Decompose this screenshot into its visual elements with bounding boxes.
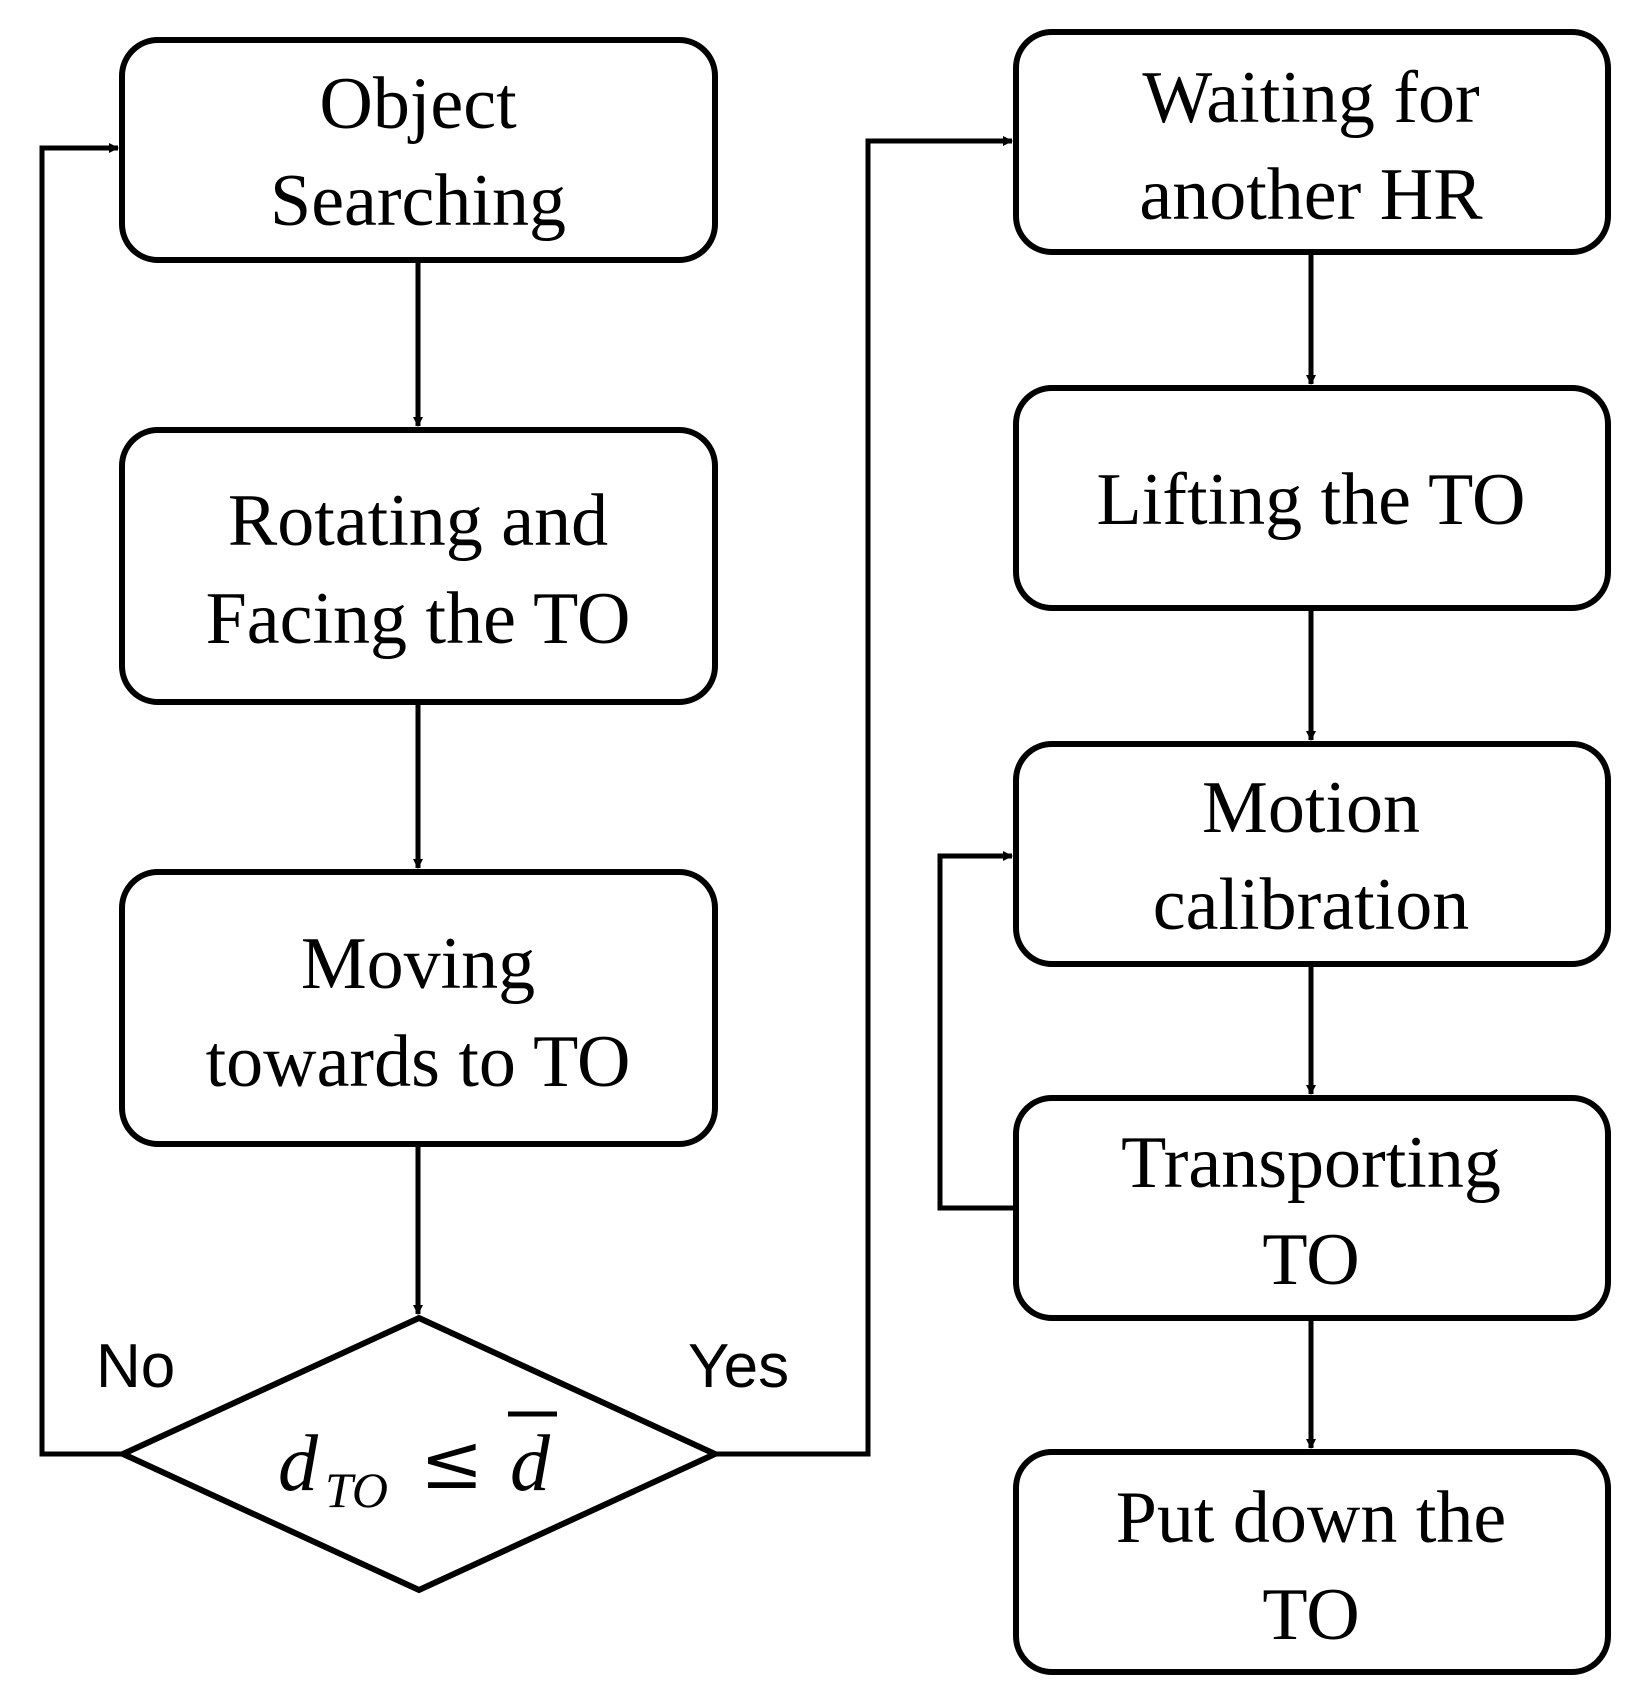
arrow-yes-to-waiting [715,136,1013,1457]
node-waiting-line-1: Waiting for [1142,57,1479,139]
node-rotating-facing-line-1: Rotating and [228,480,608,562]
node-rotating-facing-line-2: Facing the TO [206,578,631,660]
node-moving-towards-line-1: Moving [301,923,535,1005]
branch-yes-label: Yes [688,1332,789,1401]
node-moving-towards-line-2: towards to TO [206,1021,631,1103]
node-motion-calibration-line-1: Motion [1202,767,1420,849]
node-decision: d TO ≤ d [115,1314,723,1594]
node-waiting: Waiting for another HR [1013,29,1611,255]
node-motion-calibration-line-2: calibration [1153,864,1469,946]
node-transporting-line-2: TO [1262,1219,1359,1301]
node-rotating-facing: Rotating and Facing the TO [119,427,718,705]
node-motion-calibration: Motion calibration [1013,741,1611,967]
branch-no-label: No [96,1332,175,1401]
decision-threshold: d [510,1420,551,1508]
node-transporting-line-1: Transporting [1121,1122,1501,1204]
node-object-searching-line-1: Object [319,63,517,145]
node-waiting-line-2: another HR [1139,154,1483,236]
decision-variable: d [278,1420,319,1508]
arrow-no-loop [39,143,123,1457]
node-put-down: Put down the TO [1013,1449,1611,1675]
decision-subscript: TO [325,1462,388,1518]
node-object-searching: Object Searching [119,37,718,263]
node-lifting-line-1: Lifting the TO [1097,459,1526,541]
node-lifting: Lifting the TO [1013,385,1611,611]
decision-operator: ≤ [420,1417,484,1506]
node-object-searching-line-2: Searching [270,160,566,242]
node-put-down-line-1: Put down the [1116,1477,1507,1559]
node-transporting: Transporting TO [1013,1095,1611,1321]
node-moving-towards: Moving towards to TO [119,869,718,1147]
arrow-transport-feedback [937,851,1016,1211]
node-put-down-line-2: TO [1262,1574,1359,1656]
